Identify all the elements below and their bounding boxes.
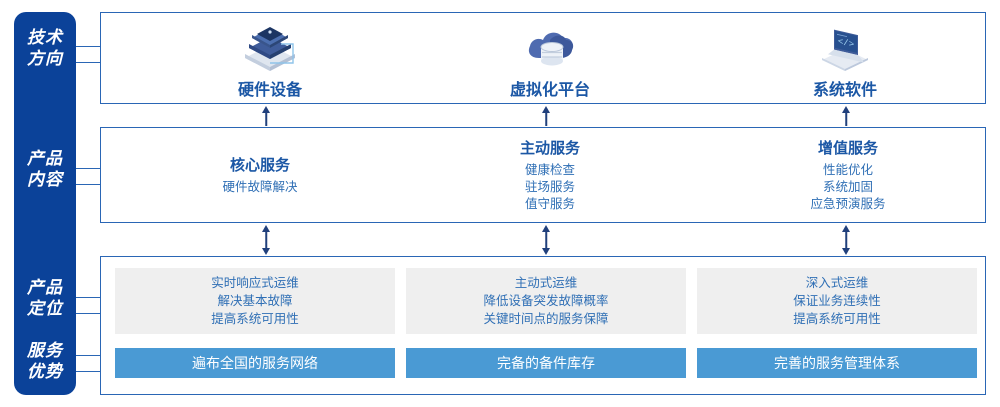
product-item: 性能优化	[822, 163, 873, 177]
product-item: 值守服务	[524, 197, 575, 211]
product-item: 系统加固	[822, 180, 873, 194]
product-item: 硬件故障解决	[222, 180, 298, 194]
position-card-line: 提高系统可用性	[793, 312, 881, 326]
connector-line-product-bottom	[76, 184, 100, 185]
tech-label-system-software: 系统软件	[812, 82, 877, 99]
connector-line-position-top	[76, 297, 100, 298]
tech-label-virtualization: 虚拟化平台	[509, 82, 590, 99]
position-card-proactive[interactable]: 主动式运维 降低设备突发故障概率 关键时间点的服务保障	[406, 268, 686, 334]
product-content-box	[100, 127, 986, 223]
product-title-value-added: 增值服务	[817, 140, 878, 157]
tech-column-system-software[interactable]: </> 系统软件	[755, 12, 935, 104]
arrow-double-value-added	[840, 225, 852, 255]
arrow-up-hardware	[260, 106, 272, 126]
product-title-core: 核心服务	[229, 157, 290, 174]
connector-line-advantage-bottom	[76, 371, 100, 372]
position-card-line: 主动式运维	[514, 276, 578, 290]
rail-label-service-advantage: 服务 优势	[27, 341, 63, 381]
connector-line-position-bottom	[76, 313, 100, 314]
position-card-line: 深入式运维	[805, 276, 869, 290]
position-card-line: 关键时间点的服务保障	[483, 312, 609, 326]
product-column-value-added[interactable]: 增值服务 性能优化 系统加固 应急预演服务	[748, 127, 948, 223]
tech-column-virtualization[interactable]: 虚拟化平台	[460, 12, 640, 104]
position-card-realtime[interactable]: 实时响应式运维 解决基本故障 提高系统可用性	[115, 268, 395, 334]
connector-line-product-top	[76, 168, 100, 169]
arrow-double-core	[260, 225, 272, 255]
advantage-bar-service-network[interactable]: 遍布全国的服务网络	[115, 348, 395, 378]
svg-text:</>: </>	[838, 36, 854, 51]
product-title-proactive: 主动服务	[519, 140, 580, 157]
connector-line-tech-top	[76, 46, 100, 47]
position-card-line: 解决基本故障	[217, 294, 293, 308]
server-stack-icon	[239, 12, 301, 74]
product-item: 驻场服务	[524, 180, 575, 194]
product-item: 应急预演服务	[810, 197, 886, 211]
product-column-core[interactable]: 核心服务 硬件故障解决	[160, 127, 360, 223]
arrow-double-proactive	[540, 225, 552, 255]
advantage-bar-spare-parts[interactable]: 完备的备件库存	[406, 348, 686, 378]
rail-label-product-content: 产品 内容	[27, 149, 63, 189]
tech-label-hardware: 硬件设备	[237, 82, 302, 99]
laptop-code-icon: </>	[814, 12, 876, 74]
position-card-deep[interactable]: 深入式运维 保证业务连续性 提高系统可用性	[697, 268, 977, 334]
cloud-database-icon	[519, 12, 581, 74]
position-card-line: 保证业务连续性	[793, 294, 881, 308]
tech-column-hardware[interactable]: 硬件设备	[180, 12, 360, 104]
advantage-bar-management[interactable]: 完善的服务管理体系	[697, 348, 977, 378]
category-rail	[14, 12, 76, 395]
arrow-up-virtualization	[540, 106, 552, 126]
arrow-up-system-software	[840, 106, 852, 126]
product-item: 健康检查	[524, 163, 575, 177]
rail-label-product-position: 产品 定位	[27, 278, 63, 318]
position-card-line: 降低设备突发故障概率	[483, 294, 609, 308]
position-card-line: 实时响应式运维	[211, 276, 299, 290]
connector-line-tech-bottom	[76, 62, 100, 63]
product-column-proactive[interactable]: 主动服务 健康检查 驻场服务 值守服务	[450, 127, 650, 223]
rail-label-tech-direction: 技术 方向	[27, 28, 63, 68]
connector-line-advantage-top	[76, 355, 100, 356]
position-card-line: 提高系统可用性	[211, 312, 299, 326]
